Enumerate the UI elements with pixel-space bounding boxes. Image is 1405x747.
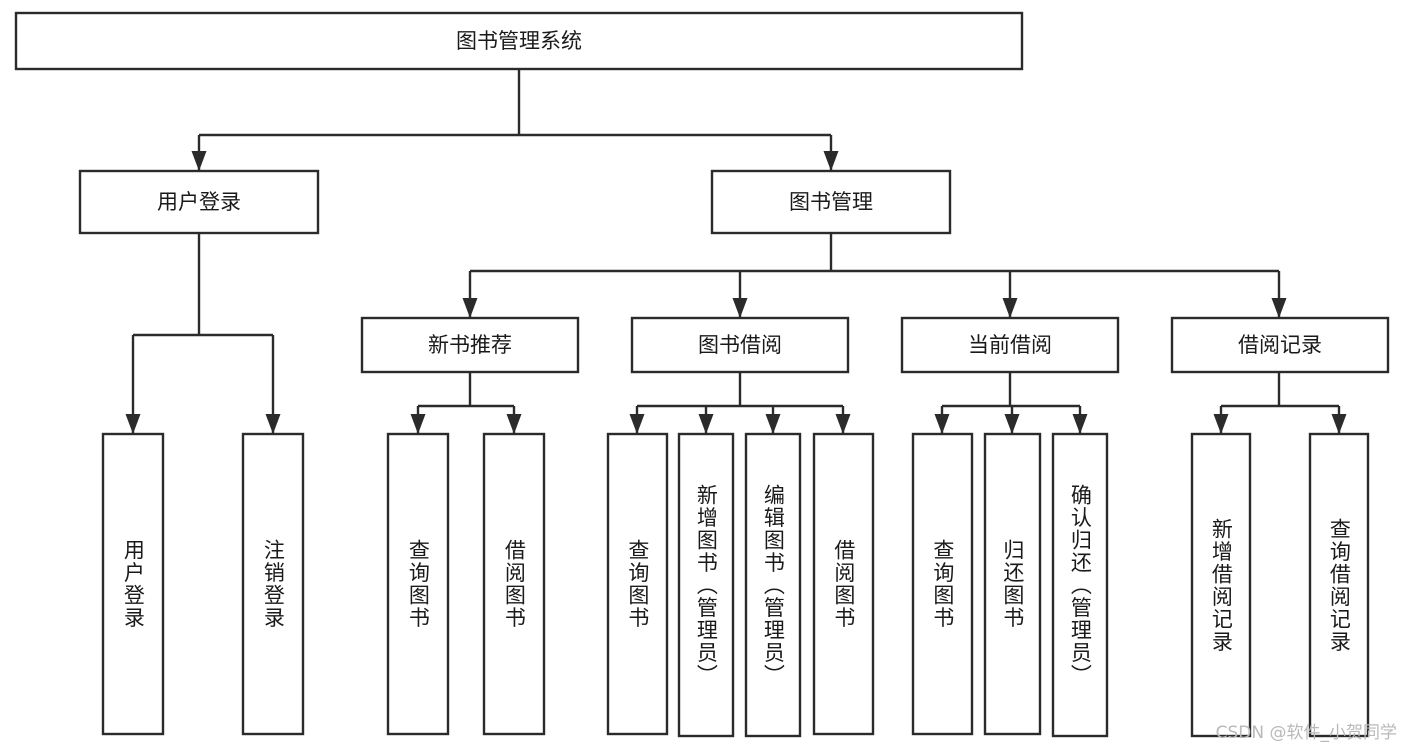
arrow-head-icon <box>765 414 781 434</box>
arrow-head-icon <box>1213 414 1229 434</box>
boxes-layer <box>14 11 1390 738</box>
arrow-head-icon <box>698 414 714 434</box>
node-root-book-management-system-label: 图书管理系统 <box>456 29 582 53</box>
arrow-head-icon <box>1331 414 1347 434</box>
arrow-head-icon <box>125 414 141 434</box>
node-book-management-box <box>710 169 952 235</box>
node-root-book-management-system-box <box>14 11 1024 71</box>
node-current-borrow-label: 当前借阅 <box>968 333 1052 357</box>
arrow-head-icon <box>629 414 645 434</box>
leaf-return-book-box <box>983 432 1042 736</box>
arrow-head-icon <box>191 151 207 171</box>
node-user-login-box <box>78 169 320 235</box>
arrow-head-icon <box>410 414 426 434</box>
leaf-edit-book-admin-box <box>744 432 802 738</box>
leaf-confirm-return-admin-box <box>1051 432 1109 738</box>
leaf-add-book-admin-box <box>677 432 735 738</box>
node-book-management-label: 图书管理 <box>789 190 873 214</box>
arrow-head-icon <box>1271 298 1287 318</box>
leaf-user-login-box <box>101 432 165 736</box>
connectors-layer <box>125 69 1347 434</box>
node-book-borrow-box <box>630 316 850 374</box>
leaf-borrow-books-borrow-box <box>812 432 875 736</box>
leaf-add-borrow-record-box <box>1190 432 1252 738</box>
leaf-user-logout-box <box>241 432 305 736</box>
arrow-head-icon <box>934 414 950 434</box>
node-new-book-recommend-label: 新书推荐 <box>428 333 512 357</box>
arrow-head-icon <box>1072 414 1088 434</box>
arrow-head-icon <box>462 298 478 318</box>
arrow-head-icon <box>265 414 281 434</box>
arrow-head-icon <box>823 151 839 171</box>
arrow-head-icon <box>1002 298 1018 318</box>
leaf-search-books-borrow-box <box>606 432 669 736</box>
node-book-borrow-label: 图书借阅 <box>698 333 782 357</box>
node-new-book-recommend-box <box>360 316 580 374</box>
node-current-borrow-box <box>900 316 1120 374</box>
node-user-login-label: 用户登录 <box>157 190 241 214</box>
node-borrow-records-label: 借阅记录 <box>1238 333 1322 357</box>
leaf-search-books-current-box <box>911 432 974 736</box>
arrow-head-icon <box>506 414 522 434</box>
leaf-search-books-recommend-box <box>386 432 450 736</box>
leaf-query-borrow-record-box <box>1308 432 1370 738</box>
arrow-head-icon <box>835 414 851 434</box>
arrow-head-icon <box>732 298 748 318</box>
leaf-borrow-books-recommend-box <box>482 432 546 736</box>
node-borrow-records-box <box>1170 316 1390 374</box>
arrow-head-icon <box>1004 414 1020 434</box>
